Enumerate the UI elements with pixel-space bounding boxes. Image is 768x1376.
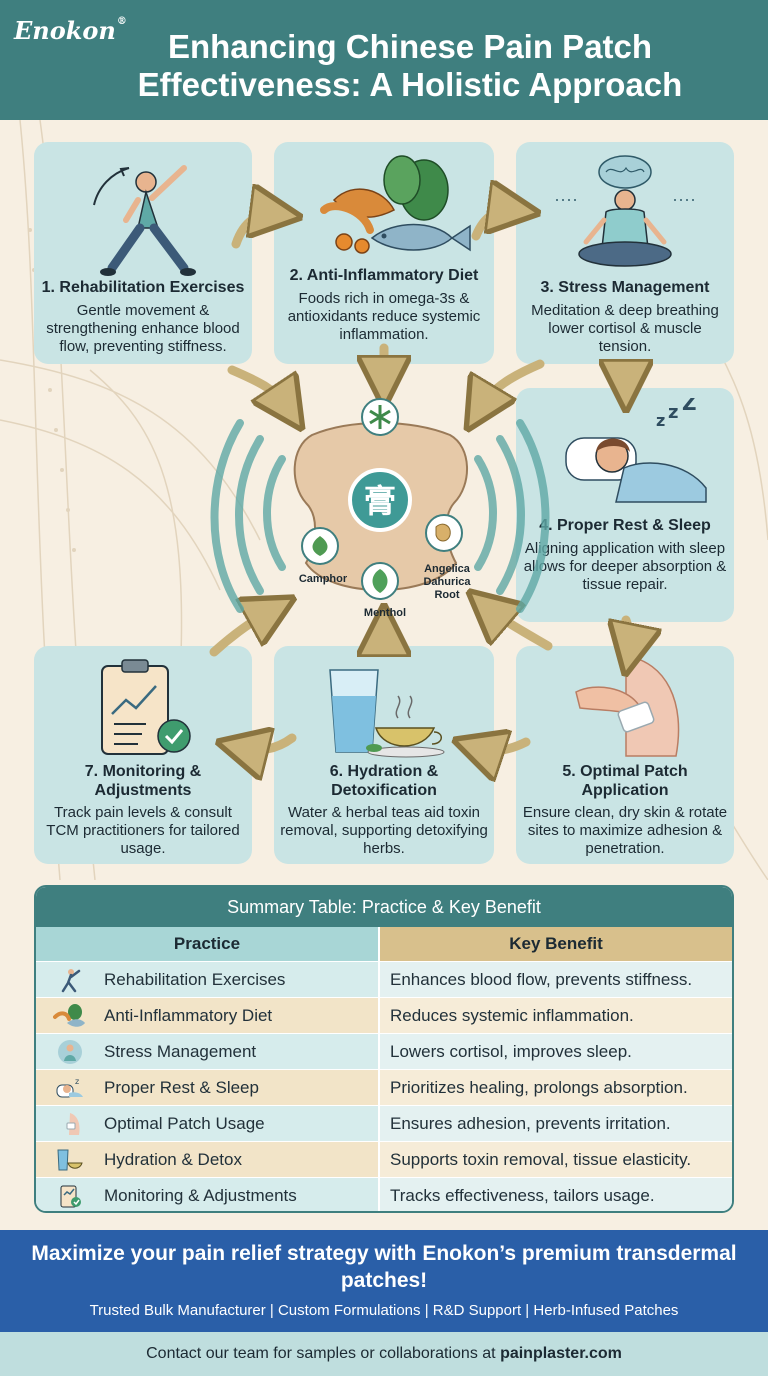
footer-text: Contact our team for samples or collabor… bbox=[146, 1345, 501, 1362]
patch-glyph: 膏 bbox=[364, 482, 396, 520]
card-stress-management: 3. Stress Management Meditation & deep b… bbox=[516, 142, 734, 364]
table-row: Stress Management Lowers cortisol, impro… bbox=[36, 1033, 732, 1069]
card-description: Ensure clean, dry skin & rotate sites to… bbox=[522, 804, 728, 857]
table-cell-benefit: Supports toxin removal, tissue elasticit… bbox=[380, 1142, 732, 1177]
card-description: Track pain levels & consult TCM practiti… bbox=[46, 804, 240, 857]
footer-contact: Contact our team for samples or collabor… bbox=[0, 1332, 768, 1376]
patch-icon bbox=[575, 655, 680, 757]
clipboard-icon bbox=[101, 659, 191, 755]
card-monitoring-adjustments: 7. Monitoring & Adjustments Track pain l… bbox=[34, 646, 252, 864]
table-cell-practice: Hydration & Detox bbox=[104, 1149, 242, 1169]
brand-logo: Enokon® bbox=[14, 16, 127, 45]
card-description: Water & herbal teas aid toxin removal, s… bbox=[280, 804, 488, 857]
table-cell-practice: Proper Rest & Sleep bbox=[104, 1077, 259, 1097]
water-tea-icon bbox=[36, 1142, 104, 1178]
card-description: Gentle movement & strengthening enhance … bbox=[46, 302, 240, 355]
svg-text:z: z bbox=[656, 411, 665, 430]
cta-headline: Maximize your pain relief strategy with … bbox=[31, 1242, 737, 1292]
table-cell-benefit: Lowers cortisol, improves sleep. bbox=[380, 1034, 732, 1069]
footer-website-link[interactable]: painplaster.com bbox=[500, 1345, 622, 1362]
svg-text:Z: Z bbox=[682, 398, 697, 415]
table-cell-benefit: Ensures adhesion, prevents irritation. bbox=[380, 1106, 732, 1141]
exercise-icon bbox=[36, 962, 104, 998]
food-icon bbox=[36, 998, 104, 1034]
table-cell-benefit: Prioritizes healing, prolongs absorption… bbox=[380, 1070, 732, 1105]
sleep-icon: z bbox=[36, 1070, 104, 1106]
clipboard-icon bbox=[36, 1178, 104, 1212]
cta-banner: Maximize your pain relief strategy with … bbox=[0, 1230, 768, 1332]
card-anti-inflammatory-diet: 2. Anti-Inflammatory Diet Foods rich in … bbox=[274, 142, 494, 364]
table-header: Practice Key Benefit bbox=[36, 927, 732, 961]
table-cell-practice: Stress Management bbox=[104, 1041, 257, 1061]
card-rehabilitation-exercises: 1. Rehabilitation Exercises Gentle movem… bbox=[34, 142, 252, 364]
svg-text:z: z bbox=[668, 402, 678, 423]
card-title: 2. Anti-Inflammatory Diet bbox=[289, 267, 479, 284]
header-banner: Enokon® Enhancing Chinese Pain Patch Eff… bbox=[0, 0, 768, 120]
table-title: Summary Table: Practice & Key Benefit bbox=[36, 887, 732, 927]
card-hydration-detoxification: 6. Hydration & Detoxification Water & he… bbox=[274, 646, 494, 864]
exercise-icon bbox=[93, 165, 196, 276]
card-title: 7. Monitoring & Adjustments bbox=[84, 763, 202, 799]
water-tea-icon bbox=[329, 669, 445, 758]
food-icon bbox=[320, 155, 471, 254]
patch-icon bbox=[36, 1106, 104, 1142]
card-proper-rest-sleep: z z Z 4. Proper Rest & Sleep Aligning ap… bbox=[516, 388, 734, 622]
summary-table: Summary Table: Practice & Key Benefit Pr… bbox=[34, 885, 734, 1213]
card-description: Meditation & deep breathing lower cortis… bbox=[531, 302, 719, 355]
sleep-icon: z z Z bbox=[565, 398, 707, 503]
table-cell-practice: Optimal Patch Usage bbox=[104, 1113, 265, 1133]
card-title: 6. Hydration & Detoxification bbox=[329, 763, 439, 799]
card-title: 1. Rehabilitation Exercises bbox=[41, 279, 245, 296]
cta-subline: Trusted Bulk Manufacturer | Custom Formu… bbox=[89, 1302, 679, 1319]
herb-label-angelica: Angelica Dahurica Root bbox=[423, 563, 471, 601]
svg-text:z: z bbox=[75, 1077, 79, 1086]
table-row: Rehabilitation Exercises Enhances blood … bbox=[36, 961, 732, 997]
table-cell-benefit: Reduces systemic inflammation. bbox=[380, 998, 732, 1033]
herbal-patch-illustration: 膏 bbox=[210, 398, 550, 613]
meditation-icon bbox=[36, 1034, 104, 1070]
table-row: Anti-Inflammatory Diet Reduces systemic … bbox=[36, 997, 732, 1033]
table-row: z Proper Rest & Sleep Prioritizes healing… bbox=[36, 1069, 732, 1105]
card-description: Foods rich in omega-3s & antioxidants re… bbox=[287, 290, 481, 343]
card-title: 5. Optimal Patch Application bbox=[562, 763, 688, 799]
herb-label-camphor: Camphor bbox=[298, 573, 348, 585]
card-title: 3. Stress Management bbox=[540, 279, 710, 296]
table-row: Monitoring & Adjustments Tracks effectiv… bbox=[36, 1177, 732, 1212]
table-row: Hydration & Detox Supports toxin removal… bbox=[36, 1141, 732, 1177]
table-row: Optimal Patch Usage Ensures adhesion, pr… bbox=[36, 1105, 732, 1141]
card-optimal-patch-application: 5. Optimal Patch Application Ensure clea… bbox=[516, 646, 734, 864]
table-cell-benefit: Enhances blood flow, prevents stiffness. bbox=[380, 962, 732, 997]
card-description: Aligning application with sleep allows f… bbox=[523, 540, 727, 593]
herb-label-menthol: Menthol bbox=[363, 607, 407, 619]
patch-emblem bbox=[348, 468, 412, 532]
table-cell-benefit: Tracks effectiveness, tailors usage. bbox=[380, 1178, 732, 1211]
card-title: 4. Proper Rest & Sleep bbox=[539, 517, 711, 534]
meditation-icon bbox=[556, 155, 694, 267]
page-title: Enhancing Chinese Pain Patch Effectivene… bbox=[137, 28, 683, 103]
table-cell-practice: Monitoring & Adjustments bbox=[104, 1185, 297, 1205]
table-cell-practice: Anti-Inflammatory Diet bbox=[104, 1005, 273, 1025]
column-header-practice: Practice bbox=[36, 927, 380, 961]
table-cell-practice: Rehabilitation Exercises bbox=[104, 969, 286, 989]
column-header-benefit: Key Benefit bbox=[380, 927, 732, 961]
